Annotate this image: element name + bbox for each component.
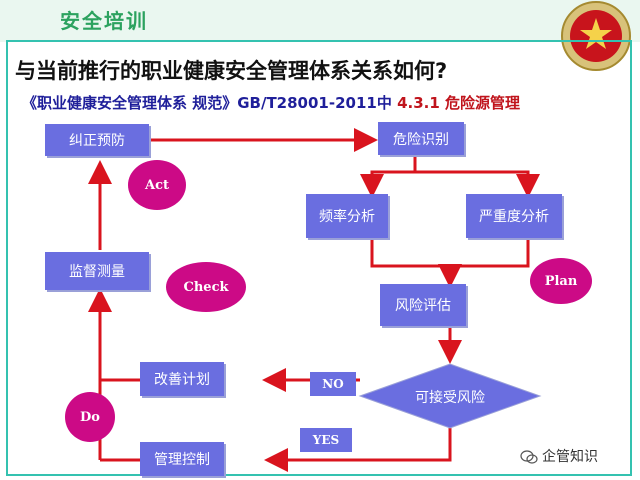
tag-no: NO — [310, 372, 356, 396]
question-title: 与当前推行的职业健康安全管理体系关系如何? — [15, 59, 448, 83]
box-corrective: 纠正预防 — [45, 124, 149, 156]
box-frequency-analysis: 频率分析 — [306, 194, 388, 238]
arrow-yes — [264, 428, 452, 472]
header-title: 安全培训 — [60, 9, 148, 33]
decision-diamond — [358, 363, 542, 429]
watermark-text: 企管知识 — [542, 449, 598, 465]
standard-reference: 《职业健康安全管理体系 规范》GB/T28001-2011中 4.3.1 危险源… — [22, 92, 520, 113]
watermark: 企管知识 — [520, 446, 598, 466]
arrow-hazard-branch — [360, 155, 417, 198]
emblem-icon — [561, 1, 631, 71]
standard-clause: 4.3.1 危险源管理 — [397, 94, 520, 112]
header-bar — [0, 0, 640, 42]
box-monitoring-measurement: 监督测量 — [45, 252, 149, 290]
pdca-act: Act — [128, 160, 186, 210]
box-improvement-plan: 改善计划 — [140, 362, 224, 396]
pdca-plan: Plan — [530, 258, 592, 304]
box-management-control: 管理控制 — [140, 442, 224, 476]
box-hazard-identification: 危险识别 — [378, 122, 464, 155]
box-risk-evaluation: 风险评估 — [380, 284, 466, 326]
content-frame — [6, 40, 632, 476]
box-severity-analysis: 严重度分析 — [466, 194, 562, 238]
standard-prefix: 《职业健康安全管理体系 规范》GB/T28001-2011中 — [22, 94, 398, 112]
label-acceptable-risk: 可接受风险 — [415, 390, 485, 406]
pdca-check: Check — [166, 262, 246, 312]
wechat-icon — [520, 450, 538, 464]
tag-yes: YES — [300, 428, 352, 452]
pdca-do: Do — [65, 392, 115, 442]
arrow-hazard-branch-right — [415, 170, 540, 198]
arrow-merge — [370, 238, 530, 268]
